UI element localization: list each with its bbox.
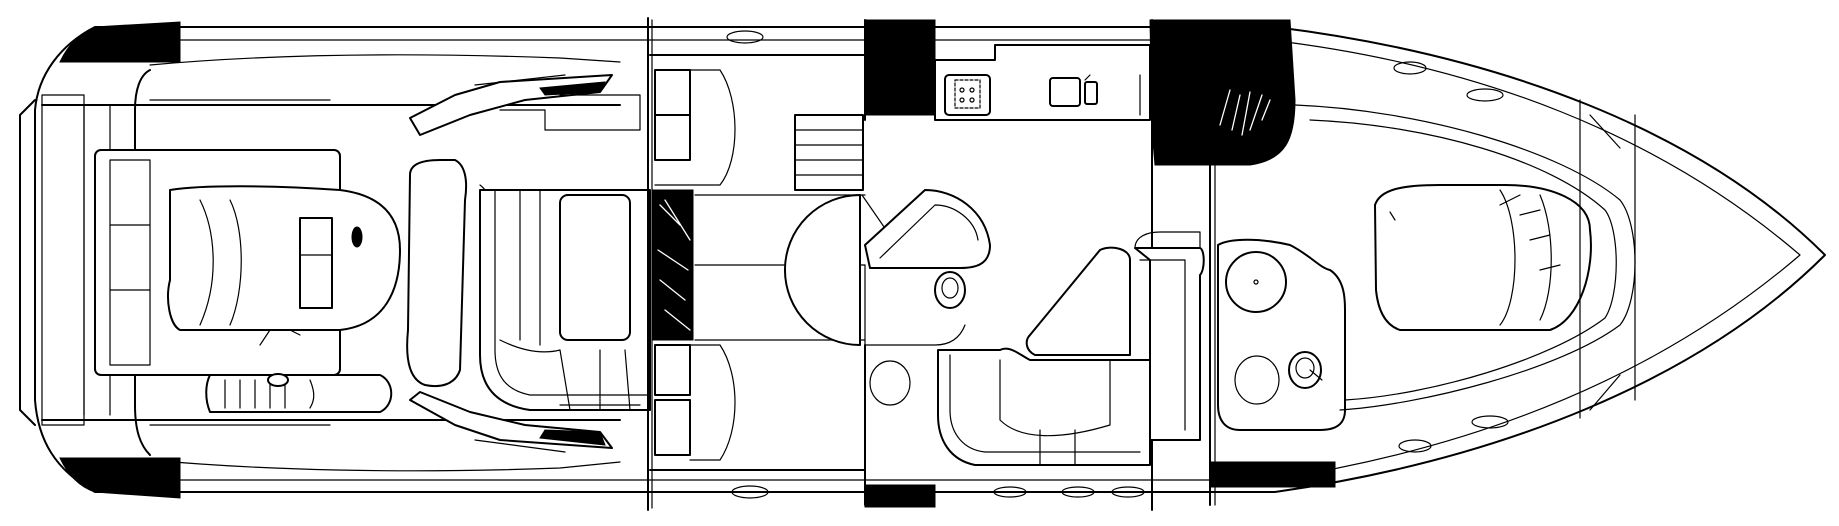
- forward-lower-dark: [1209, 461, 1336, 488]
- aft-cabin: [649, 19, 866, 499]
- head-compartment: [864, 189, 991, 506]
- companionway-stairs: [794, 114, 864, 191]
- cockpit-u-lounge: [479, 189, 651, 411]
- hull-outline: [34, 26, 1826, 493]
- port-hole: [1471, 415, 1509, 429]
- port-hole: [1398, 439, 1432, 453]
- lower-dark-block: [864, 484, 936, 508]
- forward-dark-block: [1149, 19, 1296, 166]
- forward-v-berth: [1294, 61, 1636, 453]
- forward-head: [1217, 238, 1346, 431]
- cockpit: [94, 54, 621, 472]
- aft-galley-dark-block: [864, 19, 936, 116]
- port-hole: [1393, 61, 1427, 75]
- port-hole: [726, 30, 764, 44]
- port-hole: [1466, 88, 1504, 102]
- stern-upper-dark: [59, 21, 181, 63]
- round-dinette: [784, 194, 901, 346]
- port-hole: [731, 485, 769, 499]
- stern-lower-dark: [59, 457, 181, 499]
- salon-u-lounge: [937, 231, 1205, 498]
